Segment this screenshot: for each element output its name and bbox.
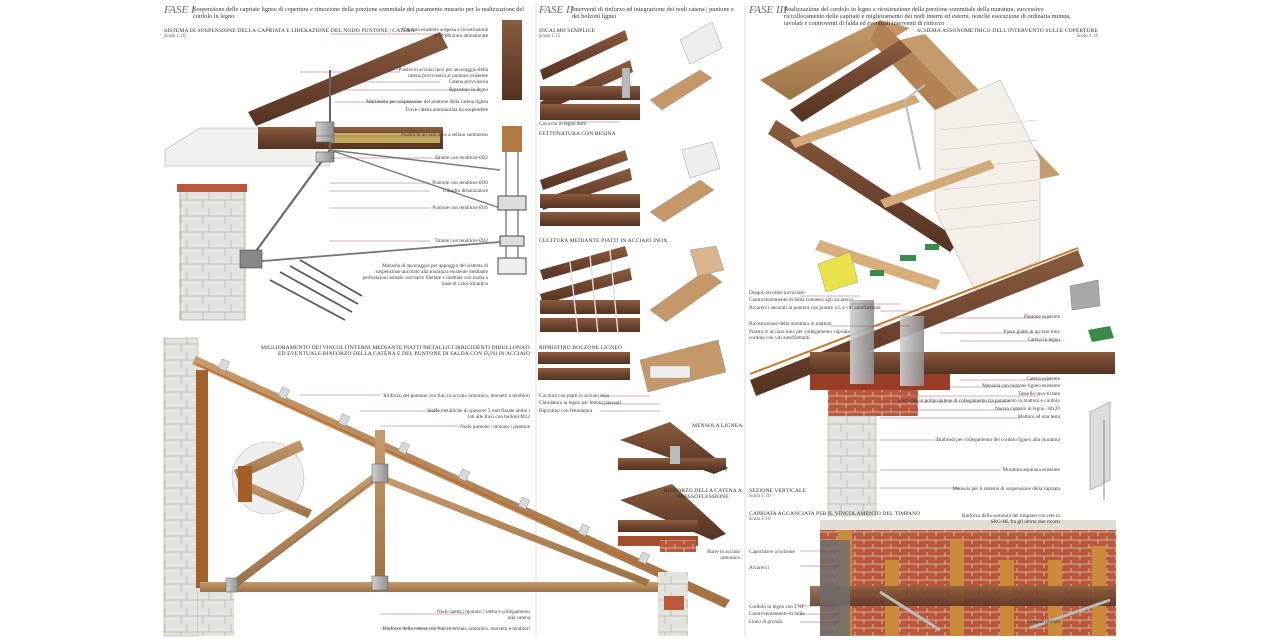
phase3-section-sezione-scale: Scala 1:10 [749,494,771,499]
label-controventamento-falda: Controventamento di falda [749,611,805,617]
label-mensola-ancoraggio: Mensola di ancoraggio per appoggio del s… [362,263,488,287]
label-arcarecci: Arcarecci [749,565,770,571]
phase2-section-cucitura: Cucitura mediante piatti in acciaio inox [539,238,668,244]
phase2-description: Interventi di rinforzo ed integrazione d… [572,6,734,21]
label-nuovo-cordolo: Nuovo cordolo in legno, 30x20 [995,406,1060,412]
phase1-section-title: Sistema di sospensione della capriata e … [164,28,415,34]
phase2-section-bolzone: Ripristino bolzone ligneo [539,345,622,351]
phase3-description: Realizzazione del cordolo in legno e ric… [784,6,1071,28]
label-controventamento: Controventamento di falda connessi agli … [749,297,853,303]
label-catena-provvisoria: Catena provvisoria [448,79,488,85]
phase1-section2-title: Miglioramento dei vincoli interni median… [261,345,530,357]
phase2-section-mensola: Mensola lignea [692,423,743,429]
label-elemento-polipropilene: Elemento in polipropilene di collegament… [898,398,1060,404]
phase2-section-fettonatura: Fettonatura con resina [539,131,616,137]
phase3-axonometric [760,20,1114,342]
phase1-truss-drawing [163,337,730,637]
phase3-section-capriata: Capriata agganciata per il vincolamento … [749,511,921,517]
label-rinforzo-puntone: Rinforzo del puntone con funi in acciaio… [383,393,530,399]
label-puntone-16: Puntone con tenditore Ø16 [432,205,488,211]
label-cavicchi: Cavicchi in legno duro [539,121,587,127]
label-piastra-collegamento: Piastra in acciaio inox per collegamento… [749,329,850,341]
label-piastra-sellaio: Piastra in acciaio inox a sellaio sommer… [400,132,488,138]
label-mensola-sistema: Mensola per il sistema di sospensione de… [952,486,1060,492]
phase1-title: FASE I [164,4,195,16]
label-tirante-22: Tirante con tenditore Ø22 [434,155,488,161]
label-fasce-piatte: Fasce piatte in acciaio inox [1003,329,1060,335]
label-nodo-puntone: Nodo puntone | monaco | puntone [460,424,530,430]
label-muratura-aquilana: Muratura aquilana esistente [1002,467,1060,473]
label-barre-acciaio: Barre in acciaio armonico [707,549,740,561]
label-mattoni: Mattoni ad una testa [1017,414,1060,420]
label-puntone-esistente: Puntone esistente [1023,314,1060,320]
label-trave-catena: Trave catena ammalorata da sospendere [405,107,488,113]
label-ricostruzione-muratura: Ricostruzione della muratura in mattoni [749,321,832,327]
label-catena-legno: Catena in legno [1027,337,1060,343]
phase3-section [749,247,1115,517]
label-doppio-tavolato: Doppio tavolato incrociato [749,290,805,296]
label-chiodatura: Chiodatura in legno per fettoni passanti [539,400,621,406]
label-linea-gronda-right: Linea di gronda [1026,619,1060,625]
phase3-tympanum [800,520,1116,636]
label-capochiave: Capochiave a bolzone [749,549,795,555]
phase1-top-drawing [164,20,527,321]
label-rinforzo-catena: Rinforzo della catena con funi in acciai… [382,626,530,632]
label-ripristino-legno: Ripristino in legno [449,87,488,93]
phase1-description: Sospensione delle capriate lignee di cop… [193,6,524,21]
label-ripristino-fettonatura: Ripristino con fettonatura [539,408,593,414]
phase2-section-scale: Scala 1:15 [539,34,561,39]
label-capriata-sospesa: Capriata esistente sospesa e ricostruzio… [402,27,488,39]
label-martinetto: Martinetto per sospensione del puntone d… [366,99,488,105]
phase1-section-scale: Scala 1:10 [164,34,186,39]
label-mensola-bolzone: Mensola con bolzone ligneo esistente [982,383,1060,389]
label-rinforzo-timpano: Rinforzo della sommità del timpano con r… [961,513,1060,525]
phase3-section-capriata-scale: Scala 1:10 [749,517,771,522]
phase3-section-sezione: Sezione verticale [749,488,807,494]
label-catena-esistente: Catena esistente [1026,376,1060,382]
label-cucitura-piatti: Cucitura con piatti in acciaio inox [539,393,610,399]
phase2-section-incalmo: Incalmo semplice [539,28,596,34]
label-nodo-saetta: Nodo saetta | monaco | saetta e collegam… [437,609,530,621]
label-cordolo-tnt: Cordolo in legno con TNT [749,604,805,610]
label-tirafondi: Tirafondi per collegamento del cordolo l… [935,437,1060,443]
phase2-title: FASE II [539,4,574,16]
label-piastra-ancoraggio: Piastra in acciaio inox per ancoraggio d… [398,67,488,79]
label-arcarecci-ancorati: Arcarecci ancorati ai puntoni con piastr… [749,305,881,311]
phase2-drawings [538,21,728,552]
phase3-section-schema: Schema assonometrico dell'intervento sul… [917,28,1098,34]
phase3-title: FASE III [749,4,787,16]
label-staffe: Staffe metalliche di spessore 5 mm fissa… [427,408,530,420]
label-cilindro: Cilindro distanziatore [442,188,488,194]
label-tirante-22b: Tirante con tenditore Ø22 [434,238,488,244]
label-puntone-30: Puntone con tenditore Ø30 [432,180,488,186]
label-linea-gronda: Linea di gronda [749,619,783,625]
phase2-section-rinforzo-catena: Rinforzo della catena a pressoflessione [664,488,742,500]
label-tassello: Tassello inox tirante [1018,391,1060,397]
phase3-section-schema-scale: Scala 1:10 [1076,34,1098,39]
